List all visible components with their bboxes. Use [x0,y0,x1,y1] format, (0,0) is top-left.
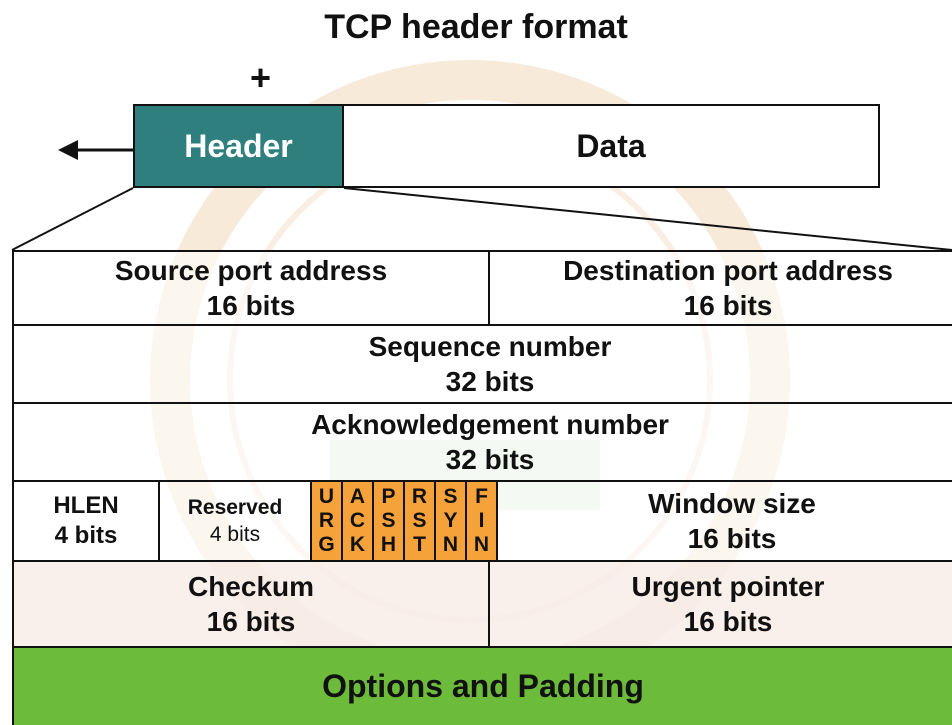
ack-number-bits: 32 bits [445,444,535,475]
expand-line-right [343,187,952,251]
flag-letter: I [478,508,485,532]
header-segment: Header [133,104,344,188]
hlen-bits: 4 bits [54,522,118,549]
source-port-name: Source port address [114,255,388,286]
sequence-number-name: Sequence number [368,331,612,362]
hlen-field: HLEN 4 bits [12,480,160,562]
flag-letter: N [442,533,459,557]
sequence-number-field: Sequence number 32 bits [12,324,952,404]
data-segment: Data [342,104,880,188]
checksum-name: Checkum [187,571,315,602]
expand-line-left [11,187,134,251]
hlen-name: HLEN [53,492,119,519]
source-port-field: Source port address 16 bits [12,250,490,326]
flag-letter: R [411,484,428,508]
ack-number-name: Acknowledgement number [311,409,669,440]
reserved-name: Reserved [187,495,283,519]
flag-letter: S [412,508,427,532]
flag-letter: G [318,533,335,557]
urgent-pointer-name: Urgent pointer [631,571,825,602]
checksum-field: Checkum 16 bits [12,560,490,648]
diagram-title: TCP header format [324,8,628,46]
reserved-field: Reserved 4 bits [158,480,312,562]
destination-port-name: Destination port address [563,255,893,286]
urgent-pointer-field: Urgent pointer 16 bits [488,560,952,648]
flag-letter: P [381,484,396,508]
flag-letter: S [443,484,458,508]
flag-letter: R [318,508,335,532]
window-size-name: Window size [648,488,816,519]
flag-letter: Y [443,508,458,532]
flag-letter: N [473,533,490,557]
ack-number-field: Acknowledgement number 32 bits [12,402,952,482]
flag-letter: K [349,533,366,557]
flag-letter: F [475,484,488,508]
flag-letter: T [413,533,426,557]
destination-port-bits: 16 bits [683,290,773,321]
source-port-bits: 16 bits [206,290,296,321]
window-size-bits: 16 bits [687,523,777,554]
flag-letter: A [349,484,366,508]
flag-letter: U [318,484,335,508]
reserved-bits: 4 bits [209,523,261,546]
flag-letter: S [381,508,396,532]
urgent-pointer-bits: 16 bits [683,606,773,637]
plus-sign: + [250,57,272,98]
left-arrow-icon [58,140,78,160]
flag-letter: C [349,508,366,532]
options-padding-field: Options and Padding [12,646,952,725]
sequence-number-bits: 32 bits [445,366,535,397]
checksum-bits: 16 bits [206,606,296,637]
window-size-field: Window size 16 bits [496,480,952,562]
destination-port-field: Destination port address 16 bits [488,250,952,326]
flag-letter: H [380,533,397,557]
